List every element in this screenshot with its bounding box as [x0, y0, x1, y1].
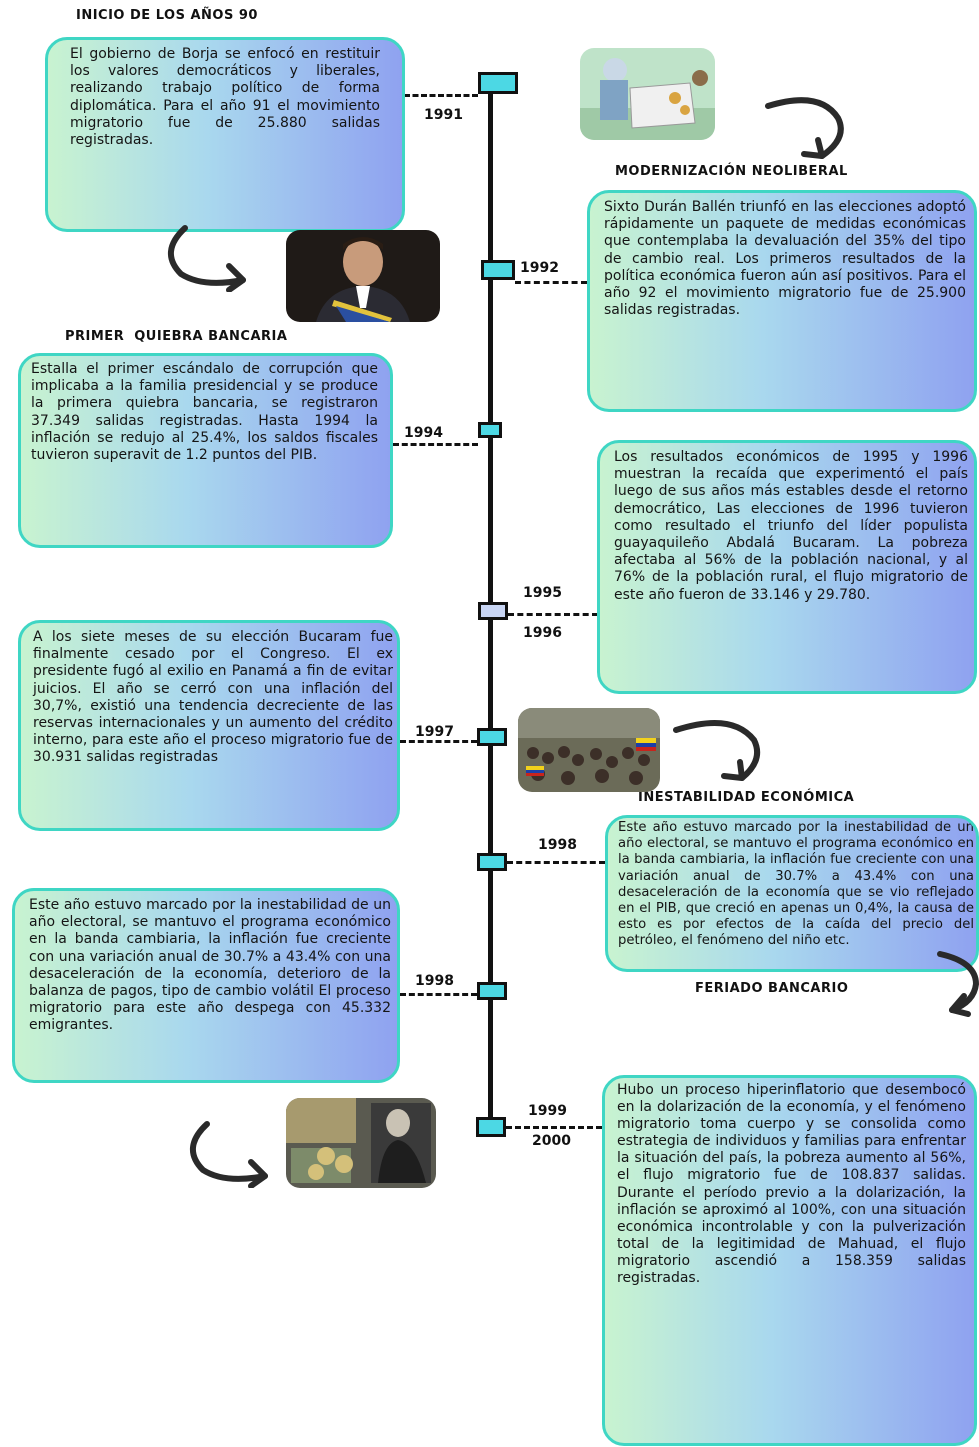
event-box-1994: Estalla el primer escándalo de corrupció… — [18, 353, 393, 548]
connector-1998a — [507, 861, 605, 864]
heading-inestabilidad-economica: INESTABILIDAD ECONÓMICA — [638, 790, 855, 805]
timeline-spine — [488, 80, 493, 1120]
connector-1999 — [506, 1126, 602, 1129]
connector-1991 — [404, 94, 478, 97]
heading-modernizacion-neoliberal: MODERNIZACIÓN NEOLIBERAL — [615, 164, 848, 179]
heading-primer-quiebra-bancaria: PRIMER QUIEBRA BANCARIA — [65, 329, 288, 344]
connector-1992 — [515, 281, 587, 284]
year-label-1996: 1996 — [523, 625, 562, 641]
year-label-2000: 2000 — [532, 1133, 571, 1149]
event-box-1992: Sixto Durán Ballén triunfó en las elecci… — [587, 190, 977, 412]
curved-arrow-icon — [673, 719, 760, 781]
year-label-1992: 1992 — [520, 260, 559, 276]
connector-1995 — [508, 613, 598, 616]
event-box-1998-left: Este año estuvo marcado por la inestabil… — [12, 888, 400, 1083]
connector-1998b — [400, 993, 477, 996]
year-label-1994: 1994 — [404, 425, 443, 441]
heading-inicio-anos-90: INICIO DE LOS AÑOS 90 — [76, 8, 258, 23]
curved-arrow-icon — [765, 97, 844, 159]
event-box-1998-right: Este año estuvo marcado por la inestabil… — [605, 815, 979, 972]
timeline-node-1997 — [477, 728, 507, 746]
money-collage-image — [286, 1098, 436, 1188]
cartoon-illustration-image — [580, 48, 715, 140]
year-label-1999: 1999 — [528, 1103, 567, 1119]
timeline-node-1998a — [477, 853, 507, 871]
heading-feriado-bancario: FERIADO BANCARIO — [695, 981, 849, 996]
year-label-1997: 1997 — [415, 724, 454, 740]
event-box-1997: A los siete meses de su elección Bucaram… — [18, 620, 400, 831]
year-label-1998-left: 1998 — [415, 973, 454, 989]
year-label-1991: 1991 — [424, 107, 463, 123]
year-label-1998-right: 1998 — [538, 837, 577, 853]
event-box-1999-2000: Hubo un proceso hiperinflatorio que dese… — [602, 1075, 977, 1446]
connector-1997 — [400, 740, 477, 743]
curved-arrow-icon — [168, 225, 246, 292]
connector-1994 — [393, 443, 478, 446]
timeline-node-1992 — [481, 260, 515, 280]
timeline-node-1994 — [478, 422, 502, 438]
timeline-node-1999 — [476, 1117, 506, 1137]
year-label-1995: 1995 — [523, 585, 562, 601]
president-portrait-image — [286, 230, 440, 322]
curved-arrow-icon — [937, 951, 979, 1017]
event-box-1991: El gobierno de Borja se enfocó en restit… — [45, 37, 405, 232]
timeline-node-1995 — [478, 602, 508, 620]
curved-arrow-icon — [190, 1121, 268, 1188]
event-box-1995-1996: Los resultados económicos de 1995 y 1996… — [597, 440, 977, 694]
timeline-node-1998b — [477, 982, 507, 1000]
timeline-node-1991 — [478, 72, 518, 94]
crowd-protest-image — [518, 708, 660, 792]
